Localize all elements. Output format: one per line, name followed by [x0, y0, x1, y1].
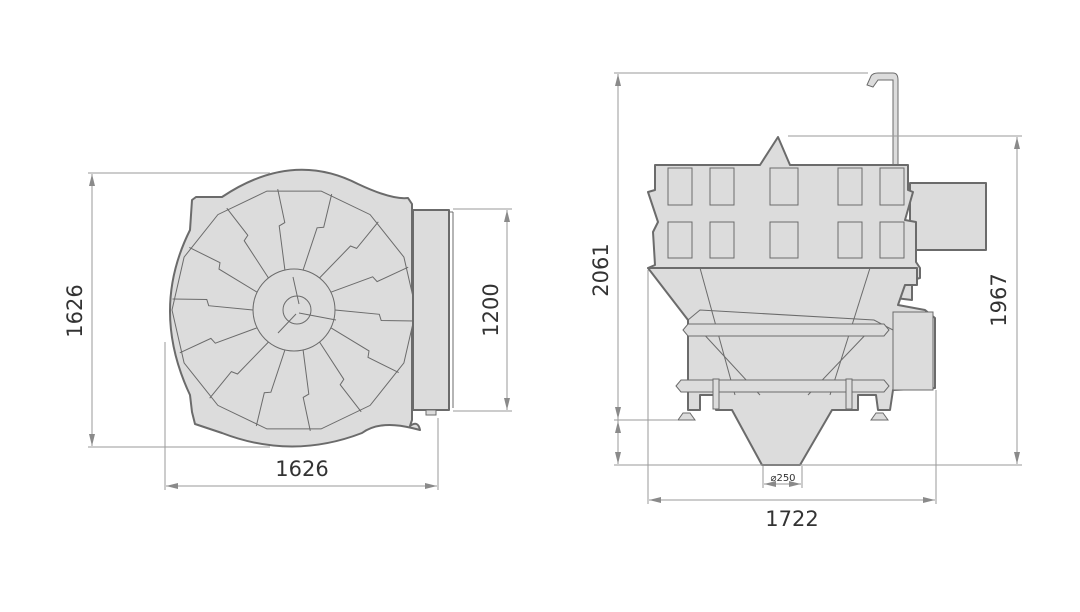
- weigh-bucket: [837, 221, 863, 259]
- fan-blade: [189, 246, 258, 293]
- motor-foot: [425, 409, 437, 416]
- fan-blade: [319, 221, 379, 279]
- weigh-bucket: [837, 167, 863, 206]
- inlet-pipe: [866, 72, 899, 166]
- lower-frame-bar: [675, 379, 890, 393]
- hub-line: [277, 313, 297, 334]
- frame-clamp: [712, 378, 720, 410]
- fan-blade: [302, 193, 333, 271]
- control-box: [909, 182, 987, 251]
- fan-blade: [334, 309, 416, 322]
- weigh-bucket: [709, 167, 735, 206]
- fan-blade: [172, 298, 254, 311]
- upper-hopper-ring: [647, 136, 921, 301]
- drive-unit: [892, 311, 934, 391]
- weigh-bucket: [769, 221, 799, 259]
- fan-blade: [209, 341, 269, 399]
- upper-frame-bar: [682, 323, 890, 337]
- motor-height-dimension-label: 1200: [479, 283, 503, 336]
- total-height-dimension-label: 2061: [589, 243, 613, 296]
- fan-blade: [179, 327, 258, 354]
- weigh-bucket: [667, 221, 693, 259]
- fan-hub: [252, 268, 336, 352]
- fan-blade: [277, 188, 286, 271]
- hub-line: [298, 312, 337, 321]
- frame-clamp: [845, 378, 853, 410]
- hub-line: [292, 276, 300, 305]
- weigh-buckets: [667, 167, 905, 259]
- width-dimension-label: 1722: [765, 507, 818, 531]
- width-dimension-label: 1626: [275, 457, 328, 481]
- fan-blade: [302, 349, 311, 432]
- body-height-dimension-label: 1967: [987, 273, 1011, 326]
- fan-blade: [226, 207, 269, 279]
- front-view: 2061 1967 1722 ⌀250: [589, 72, 1022, 531]
- fan-blade: [330, 327, 399, 374]
- weigh-bucket: [667, 167, 693, 206]
- fan-blade: [319, 341, 362, 413]
- motor-box: [412, 209, 450, 411]
- fan-blade: [255, 349, 286, 427]
- leveling-foot: [677, 412, 696, 421]
- fan-blade: [330, 266, 409, 293]
- leveling-foot: [870, 412, 889, 421]
- weigh-bucket: [879, 221, 905, 259]
- top-view: 1626 1626 1200: [63, 168, 512, 490]
- weigh-bucket: [769, 167, 799, 206]
- height-dimension-label: 1626: [63, 284, 87, 337]
- weigh-bucket: [879, 167, 905, 206]
- weigh-bucket: [709, 221, 735, 259]
- fan-blades: [172, 188, 416, 432]
- outlet-diameter-label: ⌀250: [770, 473, 795, 484]
- main-cone: [647, 267, 936, 466]
